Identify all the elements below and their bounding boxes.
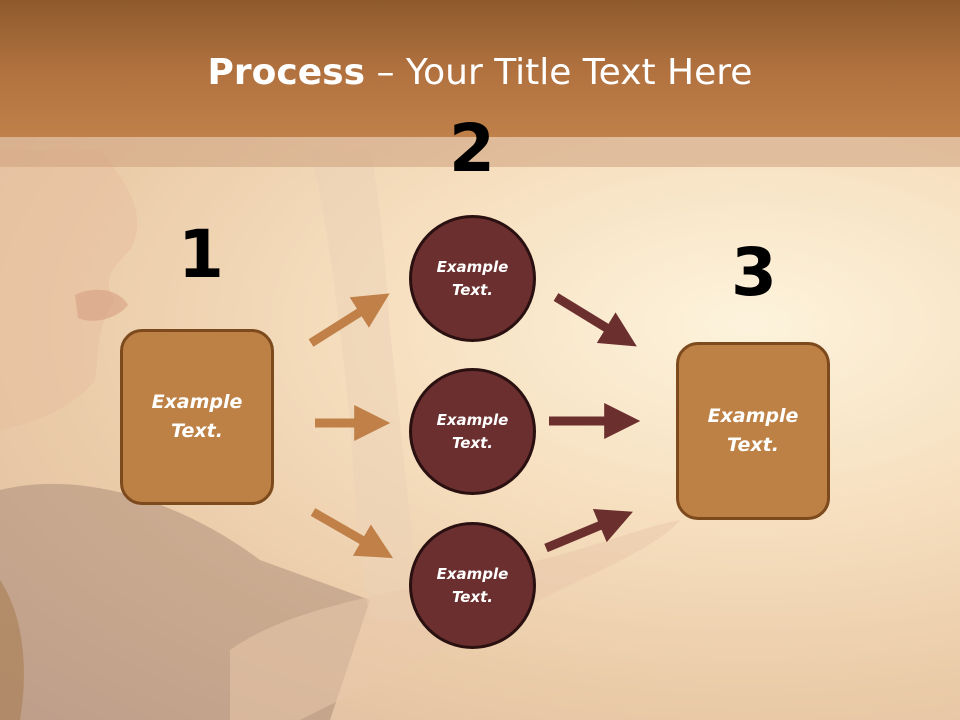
- process-circle-top-text: Example Text.: [436, 257, 509, 299]
- process-circle-middle[interactable]: Example Text.: [409, 368, 536, 495]
- step-number-1: 1: [178, 216, 224, 293]
- title-bold: Process: [207, 52, 366, 93]
- process-circle-bottom[interactable]: Example Text.: [409, 522, 536, 649]
- title-band: [0, 137, 960, 167]
- step-box-1[interactable]: Example Text.: [120, 329, 274, 505]
- step-number-2: 2: [449, 110, 495, 187]
- step-box-1-text: Example Text.: [151, 391, 243, 442]
- process-circle-middle-text: Example Text.: [436, 410, 509, 452]
- process-circle-bottom-text: Example Text.: [436, 564, 509, 606]
- arrow-1-to-bottom: [310, 508, 394, 559]
- title-rest: – Your Title Text Here: [365, 52, 753, 93]
- step-number-3: 3: [731, 234, 777, 311]
- arrow-bottom-to-3: [544, 509, 633, 553]
- step-box-3[interactable]: Example Text.: [676, 342, 830, 520]
- step-box-3-text: Example Text.: [707, 405, 799, 456]
- slide-title: Process – Your Title Text Here: [0, 52, 960, 93]
- title-bar: [0, 0, 960, 137]
- process-circle-top[interactable]: Example Text.: [409, 215, 536, 342]
- arrow-1-to-top: [308, 293, 390, 347]
- arrow-top-to-3: [553, 293, 637, 347]
